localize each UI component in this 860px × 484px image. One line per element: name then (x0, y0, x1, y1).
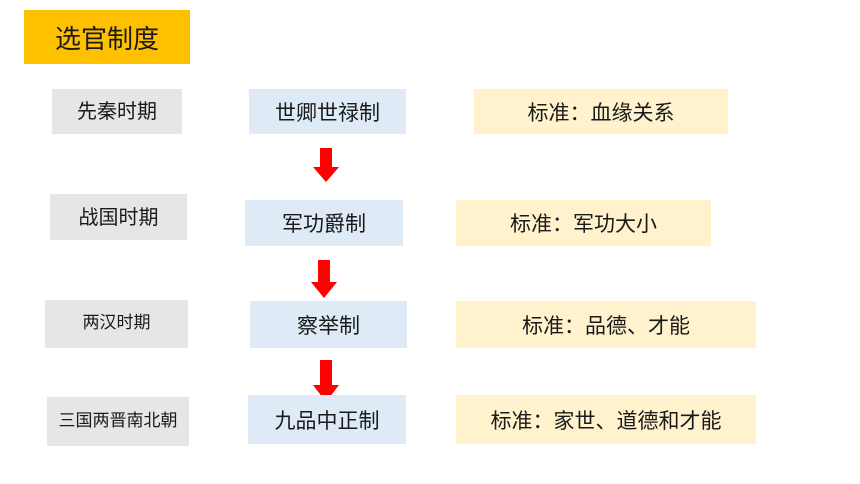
standard-box: 标准：军功大小 (456, 200, 711, 246)
period-label: 战国时期 (50, 194, 187, 240)
system-box: 军功爵制 (245, 200, 403, 246)
period-label: 三国两晋南北朝 (47, 397, 189, 446)
standard-box: 标准：品德、才能 (456, 301, 756, 348)
standard-box: 标准：家世、道德和才能 (456, 395, 756, 444)
down-arrow-icon (313, 148, 339, 182)
page-title: 选官制度 (24, 10, 190, 64)
down-arrow-icon (311, 260, 337, 298)
period-label: 两汉时期 (45, 300, 188, 348)
down-arrow-icon (313, 360, 339, 402)
standard-box: 标准：血缘关系 (474, 89, 728, 134)
period-label: 先秦时期 (52, 89, 182, 134)
system-box: 九品中正制 (248, 395, 406, 444)
system-box: 察举制 (250, 301, 407, 348)
system-box: 世卿世禄制 (249, 89, 406, 134)
